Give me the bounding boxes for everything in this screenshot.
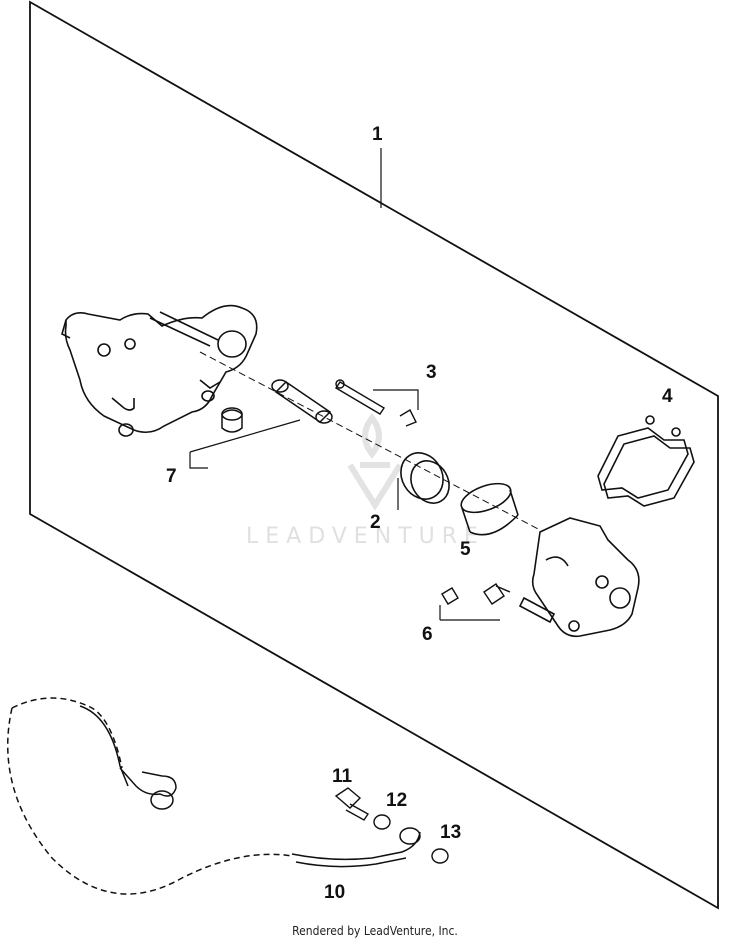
piston-seal xyxy=(400,452,450,504)
callout-7: 7 xyxy=(166,466,177,487)
washers xyxy=(373,814,449,864)
callout-2: 2 xyxy=(370,512,381,533)
brake-pads xyxy=(597,415,695,507)
caliper-bracket xyxy=(61,304,258,437)
bleeder-screw xyxy=(441,583,511,605)
pad-pin xyxy=(335,379,417,427)
callout-1: 1 xyxy=(372,124,383,145)
footer-credit: Rendered by LeadVenture, Inc. xyxy=(292,924,458,938)
callout-10: 10 xyxy=(324,882,345,903)
piston xyxy=(460,482,519,536)
callout-13: 13 xyxy=(440,822,461,843)
callout-3: 3 xyxy=(426,362,437,383)
watermark-text: LEADVENTURE xyxy=(246,524,485,549)
callout-12: 12 xyxy=(386,790,407,811)
watermark: LEADVENTURE xyxy=(246,413,485,549)
callout-5: 5 xyxy=(460,539,471,560)
kit-panel-outline xyxy=(29,0,719,910)
banjo-bolt xyxy=(334,787,370,821)
callout-4: 4 xyxy=(662,386,673,407)
callout-6: 6 xyxy=(422,624,433,645)
slide-pin xyxy=(271,379,333,424)
callout-11: 11 xyxy=(332,766,353,787)
assembly-axis-line xyxy=(199,351,541,531)
brake-hose xyxy=(6,697,421,895)
leader-lines xyxy=(189,148,500,621)
caliper-body xyxy=(518,517,640,638)
boot xyxy=(221,407,243,433)
watermark-logo-icon xyxy=(347,413,403,511)
